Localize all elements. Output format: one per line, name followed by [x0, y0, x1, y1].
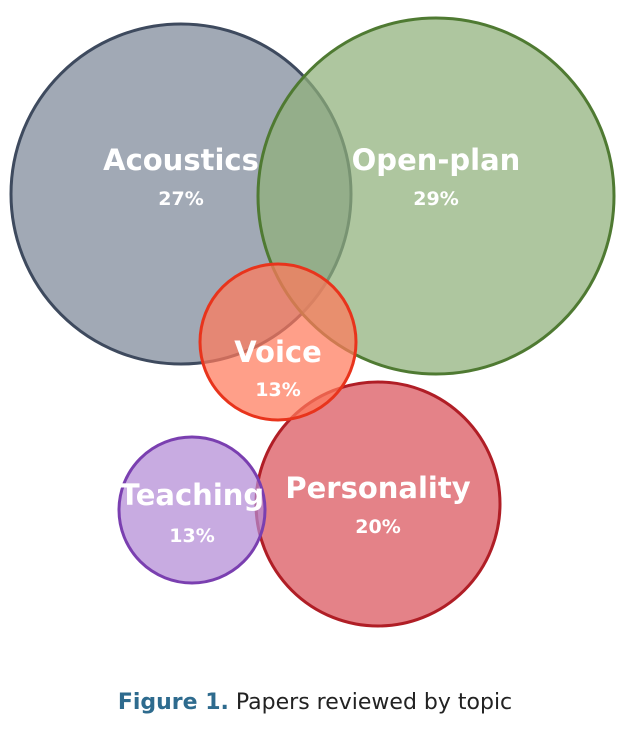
teaching-circle: [117, 435, 267, 585]
open-plan-share: 29%: [413, 188, 458, 210]
voice-share: 13%: [255, 379, 300, 401]
acoustics-label: Acoustics: [103, 143, 259, 177]
personality-label: Personality: [285, 471, 470, 505]
personality-share: 20%: [355, 516, 400, 538]
topic-bubble-voice: Voice 13%: [198, 262, 358, 422]
teaching-share: 13%: [169, 525, 214, 547]
open-plan-circle: [256, 16, 616, 376]
voice-label: Voice: [234, 335, 322, 369]
teaching-label: Teaching: [120, 478, 264, 512]
figure-label: Figure 1.: [117, 690, 229, 715]
topic-bubble-open-plan: Open-plan 29%: [256, 16, 616, 376]
voice-circle: [198, 262, 358, 422]
acoustics-share: 27%: [158, 188, 203, 210]
figure-caption-text: Papers reviewed by topic: [228, 690, 513, 715]
open-plan-label: Open-plan: [352, 143, 521, 177]
topic-bubble-teaching: Teaching 13%: [117, 435, 267, 585]
figure-caption: Figure 1. Papers reviewed by topic: [0, 690, 630, 715]
topic-bubble-personality: Personality 20%: [254, 380, 502, 628]
